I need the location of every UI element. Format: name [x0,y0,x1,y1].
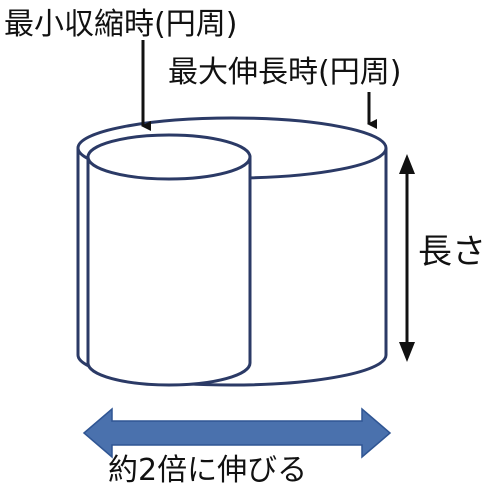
stretch-arrow [82,407,392,459]
min-contracted-label: 最小収縮時(円周) [4,7,238,42]
small-cylinder [86,133,252,387]
small-cylinder-body [86,155,252,387]
length-label: 長さ [418,232,486,272]
length-arrow [399,154,415,362]
stretch-ratio-label: 約2倍に伸びる [108,453,308,488]
max-extended-label: 最大伸長時(円周) [168,55,402,90]
small-cylinder-top [86,133,252,181]
